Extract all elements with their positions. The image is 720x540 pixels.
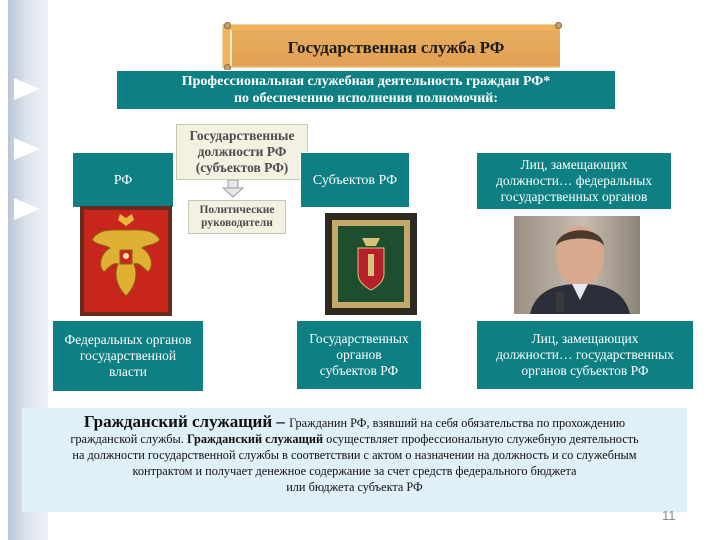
definition-text: Гражданин РФ, взявший на себя обязательс… — [289, 416, 626, 430]
state-positions-line: должности РФ — [197, 144, 287, 159]
civil-servant-definition: Гражданский служащий – Гражданин РФ, взя… — [22, 408, 687, 512]
federal-organs-line: государственной — [79, 348, 177, 363]
definition-line: Гражданский служащий – Гражданин РФ, взя… — [30, 412, 679, 431]
definition-text: гражданской службы. — [70, 432, 187, 446]
state-positions-line: (субъектов РФ) — [195, 160, 289, 175]
subject-coat-of-arms-image — [325, 213, 417, 315]
political-leaders-line: Политические — [199, 204, 275, 216]
federal-persons-line: должности… федеральных — [495, 173, 653, 188]
down-arrow-icon — [222, 180, 244, 198]
person-photo-icon — [530, 226, 630, 314]
state-positions-box: Государственные должности РФ (субъектов … — [176, 124, 308, 180]
page-number: 11 — [662, 508, 676, 523]
subject-persons-box: Лиц, замещающих должности… государственн… — [476, 320, 694, 390]
subject-persons-line: органов субъектов РФ — [521, 363, 649, 378]
subtitle-box: Профессиональная служебная деятельность … — [116, 70, 616, 110]
pin-icon — [224, 22, 231, 29]
regional-emblem-icon — [338, 226, 404, 302]
federal-organs-line: Федеральных органов — [64, 332, 192, 347]
official-photo — [514, 216, 640, 314]
definition-line: контрактом и получает денежное содержани… — [132, 464, 577, 478]
federal-persons-line: государственных органов — [500, 189, 648, 204]
definition-line: гражданской службы. Гражданский служащий… — [30, 431, 679, 447]
definition-line: или бюджета субъекта РФ — [286, 480, 423, 494]
political-leaders-line: руководители — [201, 217, 273, 229]
federal-organs-line: власти — [108, 364, 148, 379]
pin-icon — [555, 22, 562, 29]
federal-persons-box: Лиц, замещающих должности… федеральных г… — [476, 152, 672, 210]
federal-organs-box: Федеральных органов государственной влас… — [52, 320, 204, 392]
subject-organs-line: субъектов РФ — [319, 363, 399, 378]
definition-line: на должности государственной службы в со… — [72, 448, 637, 462]
arrow-decoration-icon — [14, 138, 40, 160]
state-positions-line: Государственные — [189, 128, 295, 143]
definition-term: Гражданский служащий — [83, 412, 273, 431]
slide-title: Государственная служба РФ — [230, 30, 560, 66]
rf-box: РФ — [72, 152, 174, 208]
subject-organs-line: органов — [336, 347, 382, 362]
definition-term-inline: Гражданский служащий — [186, 432, 324, 446]
political-leaders-box: Политические руководители — [188, 200, 286, 234]
subtitle-line: Профессиональная служебная деятельность … — [181, 74, 551, 89]
subject-persons-line: Лиц, замещающих — [531, 331, 639, 346]
subject-organs-box: Государственных органов субъектов РФ — [296, 320, 422, 390]
arrow-decoration-icon — [14, 78, 40, 100]
subjects-rf-box: Субъектов РФ — [300, 152, 410, 208]
coat-of-arms-icon — [84, 210, 168, 312]
definition-text: осуществляет профессиональную служебную … — [323, 432, 639, 446]
arrow-decoration-icon — [14, 198, 40, 220]
subtitle-line: по обеспечению исполнения полномочий: — [233, 91, 499, 106]
definition-dash: – — [272, 412, 290, 431]
subject-persons-line: должности… государственных — [496, 347, 674, 362]
federal-persons-line: Лиц, замещающих — [520, 157, 628, 172]
subject-organs-line: Государственных — [309, 331, 409, 346]
russian-coat-of-arms-image — [80, 206, 172, 316]
